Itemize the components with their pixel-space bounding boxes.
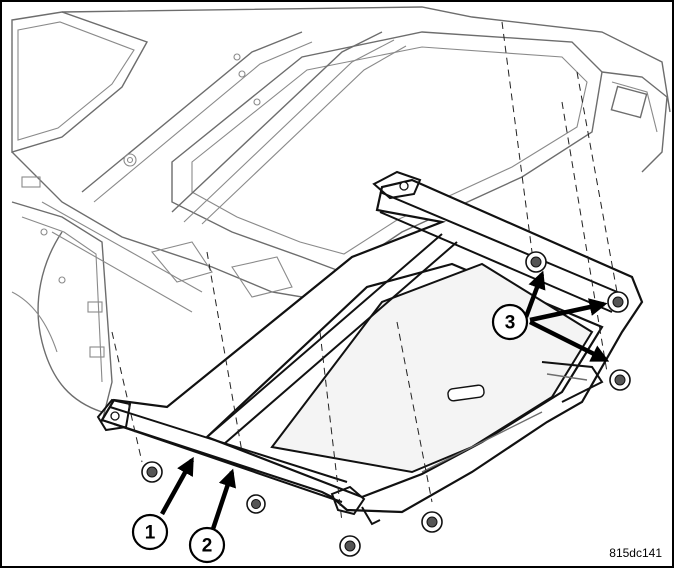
- fastener-nut: [607, 291, 629, 313]
- fastener-nut: [141, 461, 163, 483]
- fasteners: [141, 251, 631, 557]
- fastener-nut: [421, 511, 443, 533]
- figure-id: 815dc141: [609, 546, 662, 560]
- callout-3-label: 3: [505, 313, 516, 334]
- callout-1-label: 1: [145, 523, 156, 544]
- callout-2-label: 2: [202, 536, 213, 557]
- callout-arrows: [160, 270, 610, 533]
- fastener-nut: [246, 494, 266, 514]
- fastener-nut: [525, 251, 547, 273]
- callout-3: 3: [491, 303, 529, 341]
- fastener-nut: [339, 535, 361, 557]
- callout-1: 1: [131, 513, 169, 551]
- fastener-nut: [609, 369, 631, 391]
- callout-2: 2: [188, 526, 226, 564]
- sunroof-module-frame: [96, 170, 644, 526]
- alignment-lines: [111, 21, 618, 523]
